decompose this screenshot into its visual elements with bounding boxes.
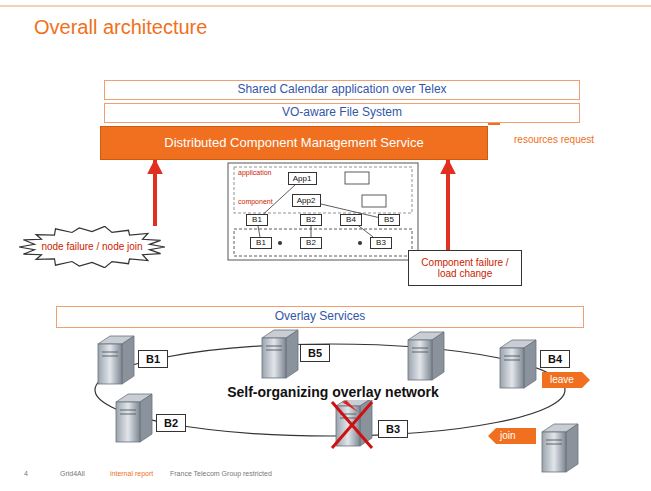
node-text: node failure / node join <box>41 241 142 253</box>
server-tag: B3 <box>378 420 408 438</box>
node-box: B3 <box>370 237 392 249</box>
node-text: Overlay Services <box>275 310 366 324</box>
event-arrow <box>446 160 450 250</box>
component-box: B2 <box>300 214 322 226</box>
node-text: Component failure / load change <box>415 257 515 280</box>
node-text: App1 <box>293 174 312 183</box>
component-box: App2 <box>292 194 321 207</box>
service-band: Distributed Component Management Service <box>100 126 488 160</box>
layer-label: component <box>238 198 273 205</box>
event-arrow <box>153 160 157 226</box>
band-layer: VO-aware File System <box>104 103 580 123</box>
footer-label: France Telecom Group restricted <box>170 470 272 477</box>
node-text: B1 <box>146 353 160 366</box>
node-text: B1 <box>252 215 262 224</box>
event-box: Component failure / load change <box>408 250 522 286</box>
overlay-band: Overlay Services <box>56 306 584 328</box>
event-tag: leave <box>550 374 574 385</box>
component-box: App1 <box>288 172 317 185</box>
network-label: Self-organizing overlay network <box>224 384 442 400</box>
band-layer: Shared Calendar application over Telex <box>104 80 580 100</box>
component-box: B4 <box>340 214 362 226</box>
mapping-line <box>359 226 373 237</box>
slide-title: Overall architecture <box>34 16 207 39</box>
server-tag: B4 <box>540 350 570 368</box>
node-text: App2 <box>297 196 316 205</box>
node-box: B2 <box>300 237 322 249</box>
page-number: 4 <box>24 470 28 477</box>
server-tag: B2 <box>156 414 186 432</box>
node-text: B4 <box>548 353 562 366</box>
note-label: resources request <box>514 134 594 145</box>
mapping-line <box>311 226 312 237</box>
node-text: B2 <box>164 417 178 430</box>
footer-label: internal report <box>110 470 153 477</box>
server-tag: B1 <box>138 350 168 368</box>
node-text: Distributed Component Management Service <box>164 136 423 151</box>
node-text: B3 <box>386 423 400 436</box>
node-text: B5 <box>384 215 394 224</box>
node-text: B1 <box>256 238 266 247</box>
server-tag: B5 <box>300 344 330 362</box>
node-text: B4 <box>346 215 356 224</box>
node-text: Shared Calendar application over Telex <box>237 83 446 97</box>
node-text: VO-aware File System <box>282 106 402 120</box>
layer-label: application <box>238 169 271 176</box>
mapping-line <box>258 226 260 237</box>
event-tag: join <box>500 430 516 441</box>
node-text: B3 <box>376 238 386 247</box>
node-box: B1 <box>250 237 272 249</box>
node-text: B2 <box>306 238 316 247</box>
event-starburst: node failure / node join <box>19 226 165 268</box>
footer-label: Grid4All <box>60 470 85 477</box>
node-text: B5 <box>308 347 322 360</box>
component-box: B5 <box>378 214 400 226</box>
component-box: B1 <box>246 214 268 226</box>
node-text: B2 <box>306 215 316 224</box>
